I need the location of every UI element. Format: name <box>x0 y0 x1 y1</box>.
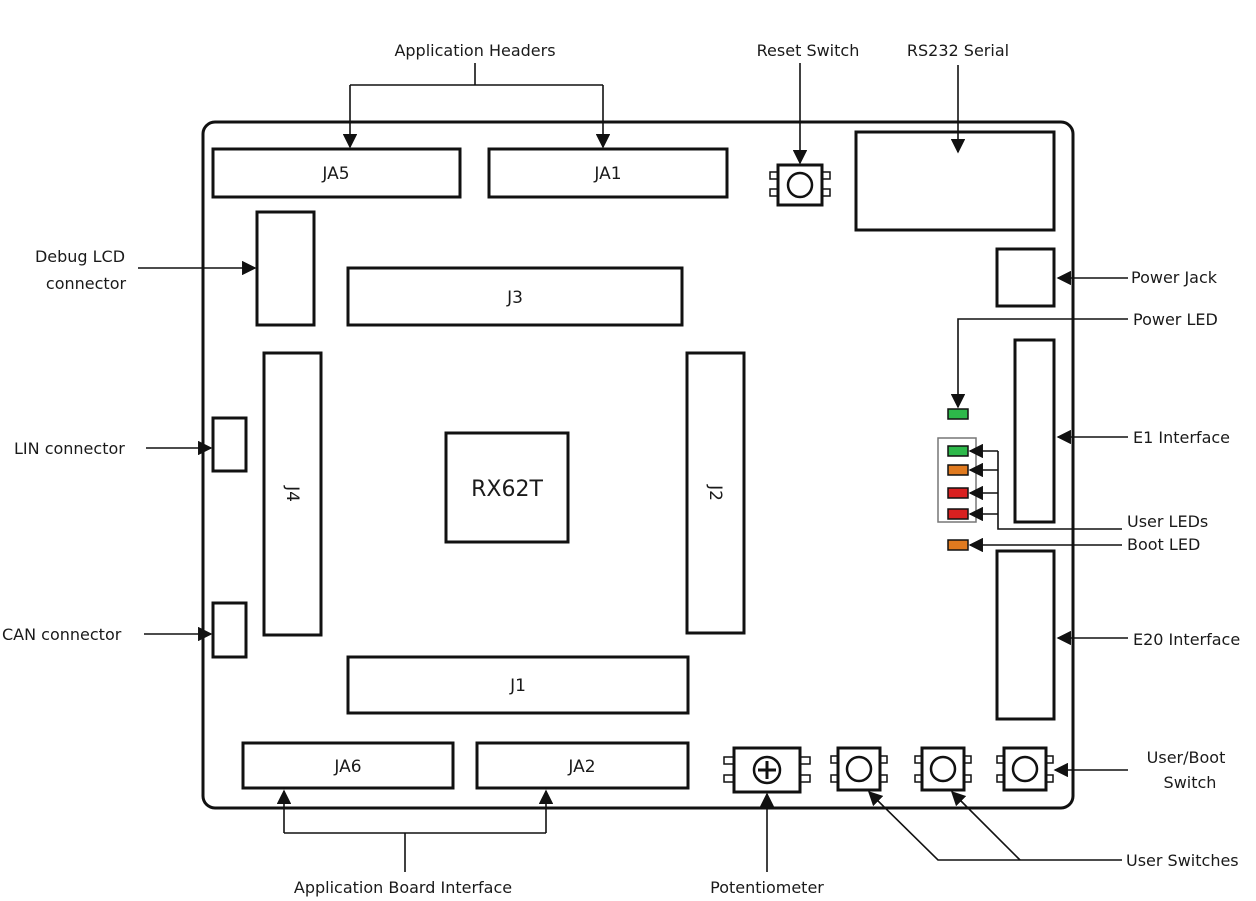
label-debug-lcd-line2: connector <box>46 274 127 293</box>
user-led-1 <box>947 445 969 457</box>
label-user-switches: User Switches <box>1126 851 1239 870</box>
label-application-board-interface: Application Board Interface <box>294 878 512 897</box>
label-e20-interface: E20 Interface <box>1133 630 1240 649</box>
header-j3-label: J3 <box>506 288 523 308</box>
label-potentiometer: Potentiometer <box>710 878 824 897</box>
header-ja1-label: JA1 <box>593 164 621 184</box>
callout-app-board-interface-lines <box>276 789 554 872</box>
callout-user-switches-lines <box>867 790 1122 861</box>
user-led-2 <box>947 464 969 476</box>
reset-switch <box>769 163 831 207</box>
label-power-led: Power LED <box>1133 310 1218 329</box>
callout-power-led-line <box>950 318 1128 409</box>
label-debug-lcd-line1: Debug LCD <box>35 247 125 266</box>
e20-interface-connector <box>995 549 1056 721</box>
header-j3: J3 <box>346 266 684 327</box>
lin-connector <box>211 416 248 473</box>
header-ja5: JA5 <box>211 147 462 199</box>
e1-interface-connector <box>1013 338 1056 524</box>
header-j2-label: J2 <box>705 484 725 501</box>
header-j1: J1 <box>346 655 690 715</box>
debug-lcd-connector <box>255 210 316 327</box>
header-j4-label: J4 <box>282 485 302 502</box>
boot-led <box>947 539 969 551</box>
label-application-headers: Application Headers <box>394 41 555 60</box>
label-rs232-serial: RS232 Serial <box>907 41 1009 60</box>
header-j4: J4 <box>262 351 323 637</box>
cpu-label: RX62T <box>471 477 543 502</box>
header-ja5-label: JA5 <box>321 164 349 184</box>
can-connector <box>211 601 248 659</box>
rs232-connector <box>854 130 1056 232</box>
header-ja1: JA1 <box>487 147 729 199</box>
user-leds-frame <box>937 437 977 523</box>
user-switch-2 <box>914 746 972 792</box>
label-power-jack: Power Jack <box>1131 268 1218 287</box>
user-boot-switch <box>996 746 1054 792</box>
label-e1-interface: E1 Interface <box>1133 428 1230 447</box>
label-reset-switch: Reset Switch <box>757 41 860 60</box>
potentiometer <box>723 746 811 794</box>
label-boot-led: Boot LED <box>1127 535 1200 554</box>
cpu-rx62t: RX62T <box>444 431 570 544</box>
power-led <box>947 408 969 420</box>
user-led-4 <box>947 508 969 520</box>
header-ja6: JA6 <box>241 741 455 790</box>
label-user-leds: User LEDs <box>1127 512 1208 531</box>
label-user-boot-switch-line2: Switch <box>1164 773 1217 792</box>
label-lin-connector: LIN connector <box>14 439 125 458</box>
label-user-boot-switch-line1: User/Boot <box>1147 748 1226 767</box>
user-switch-1 <box>830 746 888 792</box>
callout-user-leds-lines <box>968 443 1122 530</box>
header-ja2-label: JA2 <box>567 757 595 777</box>
header-ja6-label: JA6 <box>333 757 361 777</box>
user-led-3 <box>947 487 969 499</box>
label-can-connector: CAN connector <box>2 625 122 644</box>
header-j1-label: J1 <box>509 676 526 696</box>
power-jack <box>995 247 1056 308</box>
header-j2: J2 <box>685 351 746 635</box>
callout-application-headers-lines <box>342 63 611 149</box>
header-ja2: JA2 <box>475 741 690 790</box>
